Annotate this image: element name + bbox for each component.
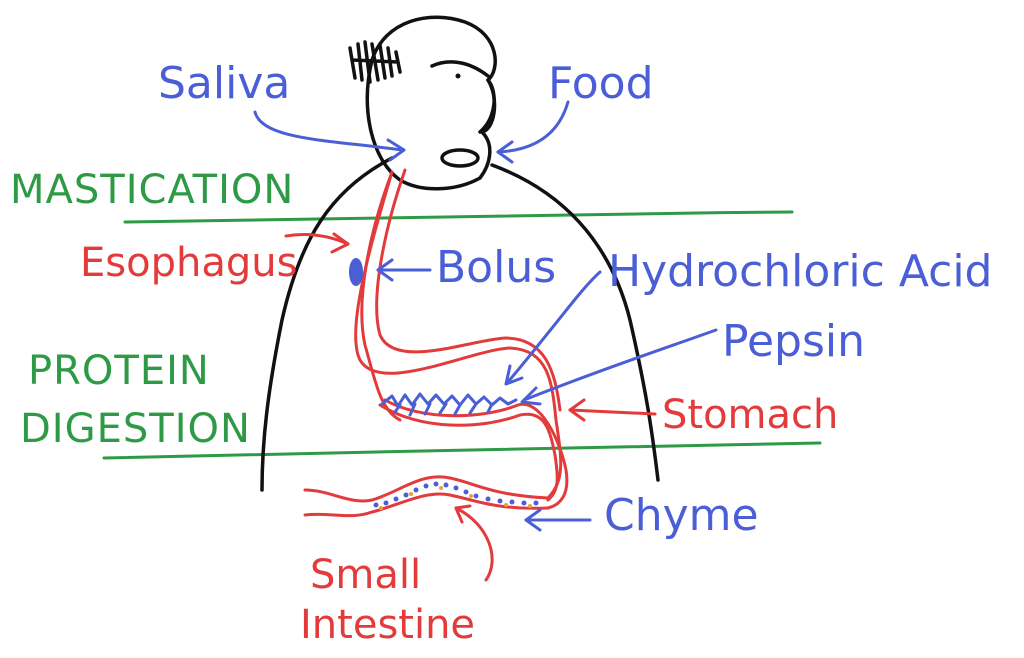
- stomach-lower-wall-2: [383, 398, 569, 510]
- acid-waves-2: [393, 402, 494, 417]
- protein-label: PROTEIN: [28, 348, 210, 394]
- food-arrow: [496, 100, 570, 154]
- chyme-particles-orange: [379, 486, 532, 510]
- mastication-label: MASTICATION: [10, 167, 294, 213]
- hair-icon: [348, 40, 402, 84]
- pepsin-arrowhead: [520, 386, 542, 406]
- chyme-arrowhead: [524, 508, 542, 532]
- stomach-arrow: [568, 408, 657, 416]
- food-arrowhead: [496, 140, 514, 164]
- stomach-label: Stomach: [662, 392, 838, 438]
- protein-digestion-divider: [102, 441, 822, 460]
- hcl-arrowhead: [504, 364, 524, 386]
- body-outline: [260, 156, 394, 492]
- small-label: Small: [310, 552, 421, 598]
- bolus-arrowhead: [376, 258, 394, 282]
- chyme-label: Chyme: [604, 490, 759, 541]
- eye-icon: [455, 73, 461, 79]
- small-intestine-upper: [303, 475, 550, 503]
- acid-waves: [380, 392, 518, 408]
- small-intestine-lower: [303, 492, 550, 518]
- pepsin-label: Pepsin: [722, 316, 865, 367]
- pepsin-arrow: [522, 328, 718, 402]
- body-outline-right: [490, 163, 660, 482]
- eyebrow: [430, 60, 490, 78]
- small-intestine-arrow: [454, 506, 494, 582]
- esophagus-wall-right: [375, 168, 562, 412]
- stomach-lower-wall: [378, 403, 559, 502]
- bolus-label: Bolus: [436, 242, 556, 293]
- digestion-label: DIGESTION: [20, 406, 251, 452]
- esophagus-label: Esophagus: [80, 240, 297, 286]
- intestine-label: Intestine: [300, 602, 475, 648]
- hydrochloric-acid-label: Hydrochloric Acid: [608, 246, 992, 297]
- saliva-label: Saliva: [158, 58, 290, 109]
- food-label: Food: [548, 58, 654, 109]
- saliva-arrowhead: [386, 138, 406, 162]
- bolus-icon: [349, 258, 363, 286]
- stomach-arrowhead: [568, 398, 586, 422]
- mastication-divider: [123, 210, 794, 224]
- esophagus-arrowhead: [330, 232, 350, 254]
- saliva-arrow: [253, 110, 404, 152]
- mouth-icon: [440, 148, 480, 168]
- nose-icon: [478, 78, 496, 134]
- small-intestine-arrowhead: [454, 504, 472, 524]
- hcl-arrow: [506, 270, 602, 384]
- stomach-wall-outer: [354, 170, 563, 500]
- chyme-particles: [373, 481, 539, 508]
